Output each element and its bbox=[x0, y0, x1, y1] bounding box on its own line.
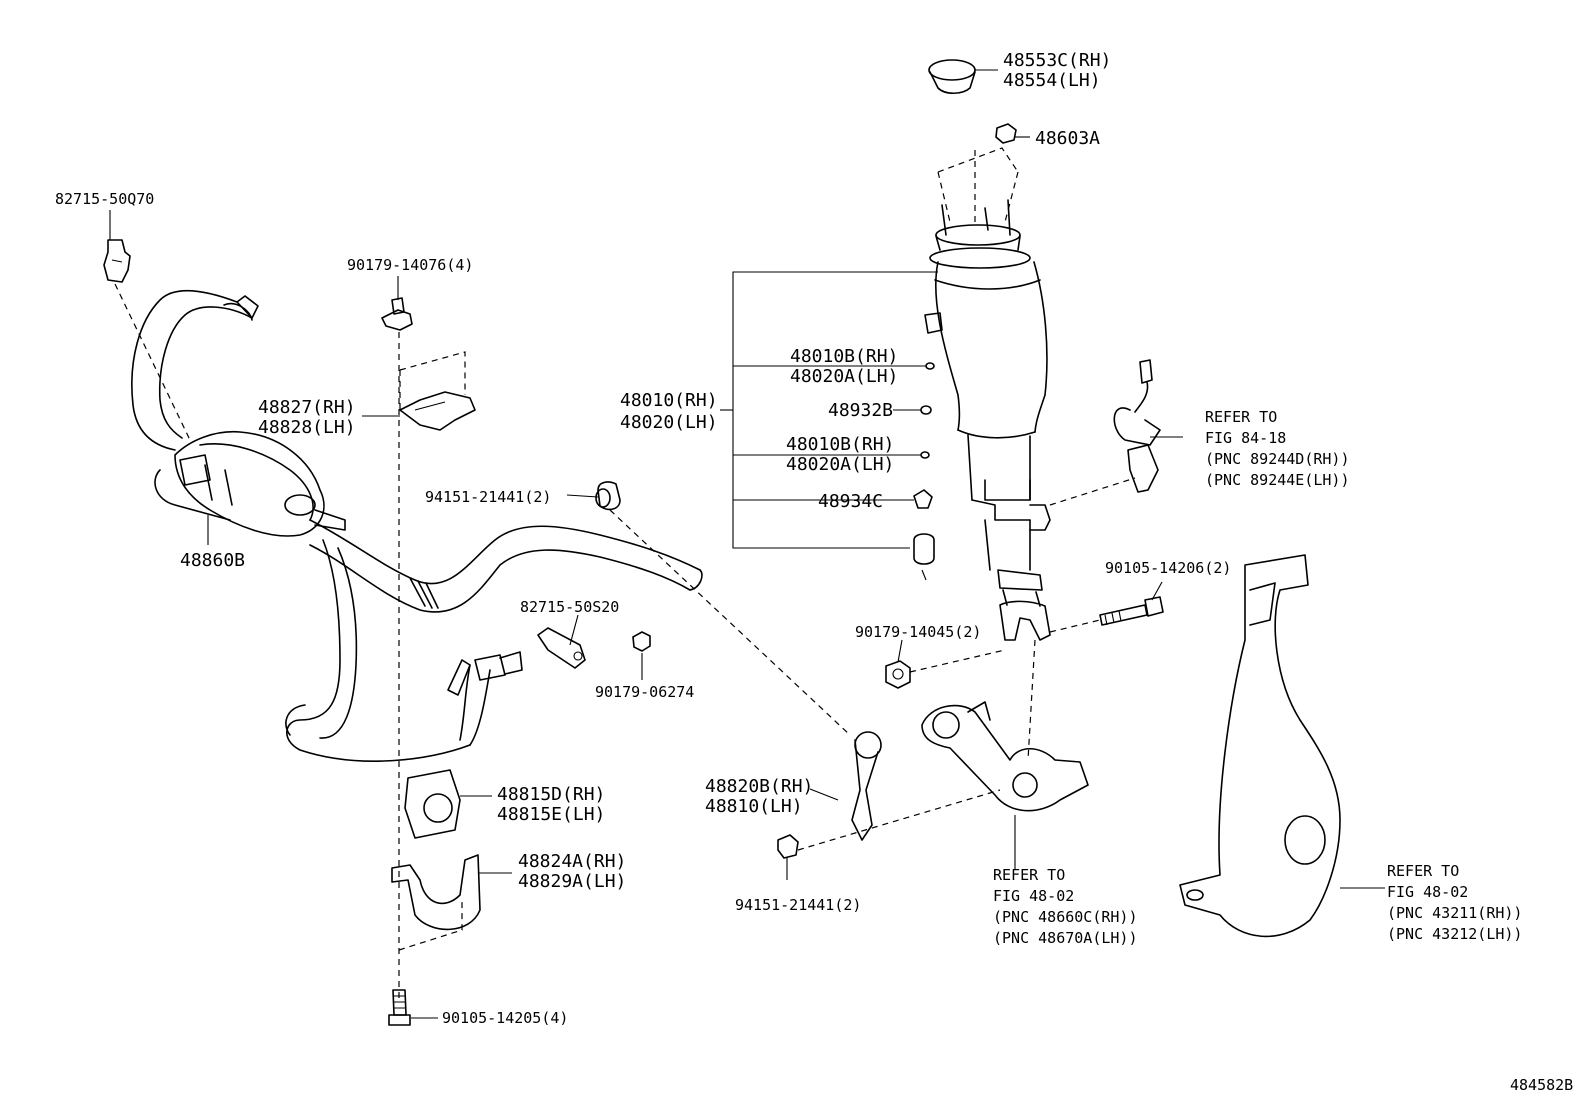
refer-sensor-line2: FIG 84-18 bbox=[1205, 429, 1286, 447]
label-48020: 48020(LH) bbox=[620, 412, 718, 433]
lower-arm[interactable] bbox=[921, 701, 1089, 812]
label-48815d: 48815D(RH) bbox=[497, 784, 605, 805]
refer-knuckle-line2: FIG 48-02 bbox=[1387, 883, 1468, 901]
bracket-48827[interactable] bbox=[399, 391, 476, 431]
label-48829a: 48829A(LH) bbox=[518, 871, 626, 892]
bracket-48824a[interactable] bbox=[391, 854, 481, 931]
ring-48932b[interactable] bbox=[920, 405, 932, 415]
refer-sensor-line3: (PNC 89244D(RH)) bbox=[1205, 450, 1350, 468]
label-48820b: 48820B(RH) bbox=[705, 776, 813, 797]
refer-sensor-line4: (PNC 89244E(LH)) bbox=[1205, 471, 1350, 489]
refer-knuckle-line3: (PNC 43211(RH)) bbox=[1387, 904, 1522, 922]
bolt-90105-14206[interactable] bbox=[1099, 596, 1164, 626]
clamp-82715-50s20[interactable] bbox=[537, 627, 586, 669]
refer-note-knuckle: REFER TO FIG 48-02 (PNC 43211(RH)) (PNC … bbox=[1387, 862, 1522, 943]
refer-knuckle-line1: REFER TO bbox=[1387, 862, 1459, 880]
label-48810: 48810(LH) bbox=[705, 796, 803, 817]
refer-sensor-line1: REFER TO bbox=[1205, 408, 1277, 426]
bracket-82715-50q70[interactable] bbox=[103, 239, 131, 283]
o-ring-48010b-2[interactable] bbox=[920, 451, 930, 459]
label-48020a-2: 48020A(LH) bbox=[786, 454, 894, 475]
stabilizer-harness[interactable] bbox=[447, 651, 523, 746]
leader-lines bbox=[109, 69, 1385, 1019]
stabilizer-bar[interactable] bbox=[131, 289, 703, 762]
label-82715-50q70: 82715-50Q70 bbox=[55, 190, 154, 208]
clip-48934c[interactable] bbox=[913, 489, 933, 509]
nut-48603a[interactable] bbox=[995, 123, 1017, 144]
refer-arm-line2: FIG 48-02 bbox=[993, 887, 1074, 905]
refer-arm-line4: (PNC 48670A(LH)) bbox=[993, 929, 1138, 947]
label-48553c: 48553C(RH) bbox=[1003, 50, 1111, 71]
label-48603a: 48603A bbox=[1035, 128, 1100, 149]
figure-id: 484582B bbox=[1510, 1076, 1573, 1094]
label-94151-21441-bottom: 94151-21441(2) bbox=[735, 896, 861, 914]
label-90179-06274: 90179-06274 bbox=[595, 683, 694, 701]
bolt-90105-14205[interactable] bbox=[388, 989, 411, 1026]
label-90105-14205: 90105-14205(4) bbox=[442, 1009, 568, 1027]
label-48010b-2: 48010B(RH) bbox=[786, 434, 894, 455]
bushing-94151-top[interactable] bbox=[595, 481, 621, 511]
nut-90179-06274[interactable] bbox=[632, 631, 651, 652]
label-48860b: 48860B bbox=[180, 550, 245, 571]
label-48932b: 48932B bbox=[828, 400, 893, 421]
bolt-90179-14076[interactable] bbox=[381, 297, 413, 331]
bushing-94151-bottom[interactable] bbox=[777, 834, 799, 859]
label-90179-14045: 90179-14045(2) bbox=[855, 623, 981, 641]
bush-48815d[interactable] bbox=[404, 769, 461, 839]
strut-cap-48553c[interactable] bbox=[928, 59, 976, 95]
label-48815e: 48815E(LH) bbox=[497, 804, 605, 825]
steering-knuckle[interactable] bbox=[1179, 554, 1341, 938]
label-48020a-1: 48020A(LH) bbox=[790, 366, 898, 387]
height-sensor[interactable] bbox=[1113, 359, 1161, 493]
label-94151-21441-top: 94151-21441(2) bbox=[425, 488, 551, 506]
air-spring-absorber[interactable] bbox=[924, 199, 1051, 641]
refer-knuckle-line4: (PNC 43212(LH)) bbox=[1387, 925, 1522, 943]
label-48010: 48010(RH) bbox=[620, 390, 718, 411]
refer-arm-line1: REFER TO bbox=[993, 866, 1065, 884]
refer-note-sensor: REFER TO FIG 84-18 (PNC 89244D(RH)) (PNC… bbox=[1205, 408, 1350, 489]
label-90105-14206: 90105-14206(2) bbox=[1105, 559, 1231, 577]
label-48824a: 48824A(RH) bbox=[518, 851, 626, 872]
refer-arm-line3: (PNC 48660C(RH)) bbox=[993, 908, 1138, 926]
label-48828: 48828(LH) bbox=[258, 417, 356, 438]
nut-90179-14045[interactable] bbox=[885, 660, 911, 689]
label-90179-14076: 90179-14076(4) bbox=[347, 256, 473, 274]
label-48554: 48554(LH) bbox=[1003, 70, 1101, 91]
stabilizer-link-48820b[interactable] bbox=[851, 731, 882, 841]
cap-sleeve[interactable] bbox=[913, 533, 935, 581]
o-ring-48010b-1[interactable] bbox=[925, 362, 935, 370]
stabilizer-actuator[interactable] bbox=[154, 430, 346, 537]
label-82715-50s20: 82715-50S20 bbox=[520, 598, 619, 616]
refer-note-arm: REFER TO FIG 48-02 (PNC 48660C(RH)) (PNC… bbox=[993, 866, 1138, 947]
label-48010b-1: 48010B(RH) bbox=[790, 346, 898, 367]
label-48934c: 48934C bbox=[818, 491, 883, 512]
label-48827: 48827(RH) bbox=[258, 397, 356, 418]
